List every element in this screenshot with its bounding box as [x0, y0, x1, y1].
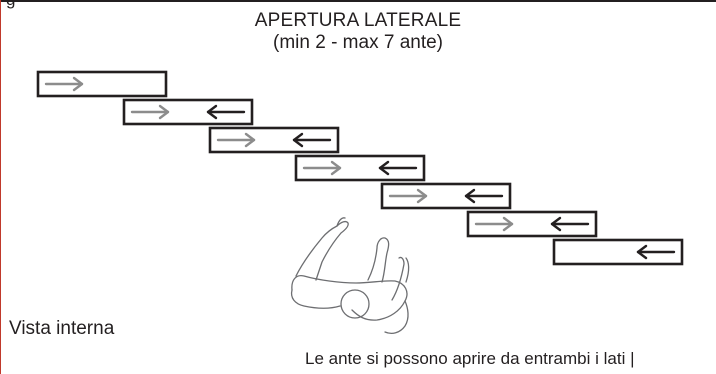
door-panel — [380, 182, 512, 210]
door-panel — [294, 154, 426, 182]
right-arrow-icon — [388, 188, 428, 204]
right-arrow-icon — [302, 160, 342, 176]
door-panel — [208, 126, 340, 154]
view-label: Vista interna — [9, 318, 115, 339]
door-panel-outline — [36, 70, 168, 98]
left-arrow-icon — [636, 244, 676, 260]
left-edge-line — [0, 0, 1, 374]
door-panel-outline — [294, 154, 426, 182]
diagram-title: APERTURA LATERALE — [254, 10, 462, 31]
door-panel-outline — [466, 210, 598, 238]
cut-off-header-text: g — [6, 0, 15, 10]
person-icon — [290, 217, 410, 334]
door-panel-outline — [552, 238, 684, 266]
left-arrow-icon — [292, 132, 332, 148]
right-arrow-icon — [130, 104, 170, 120]
right-arrow-icon — [216, 132, 256, 148]
door-panel-outline — [208, 126, 340, 154]
left-arrow-icon — [464, 188, 504, 204]
diagram-subtitle: (min 2 - max 7 ante) — [273, 32, 443, 53]
door-panel — [466, 210, 598, 238]
left-arrow-icon — [206, 104, 246, 120]
note-text: Le ante si possono aprire da entrambi i … — [305, 349, 635, 368]
top-rule — [0, 0, 716, 2]
right-arrow-icon — [44, 76, 84, 92]
right-arrow-icon — [474, 216, 514, 232]
door-panel-outline — [122, 98, 254, 126]
left-arrow-icon — [378, 160, 418, 176]
door-panel — [552, 238, 684, 266]
door-panel — [36, 70, 168, 98]
left-arrow-icon — [550, 216, 590, 232]
panels-group — [36, 70, 684, 266]
door-panel — [122, 98, 254, 126]
door-panel-outline — [380, 182, 512, 210]
